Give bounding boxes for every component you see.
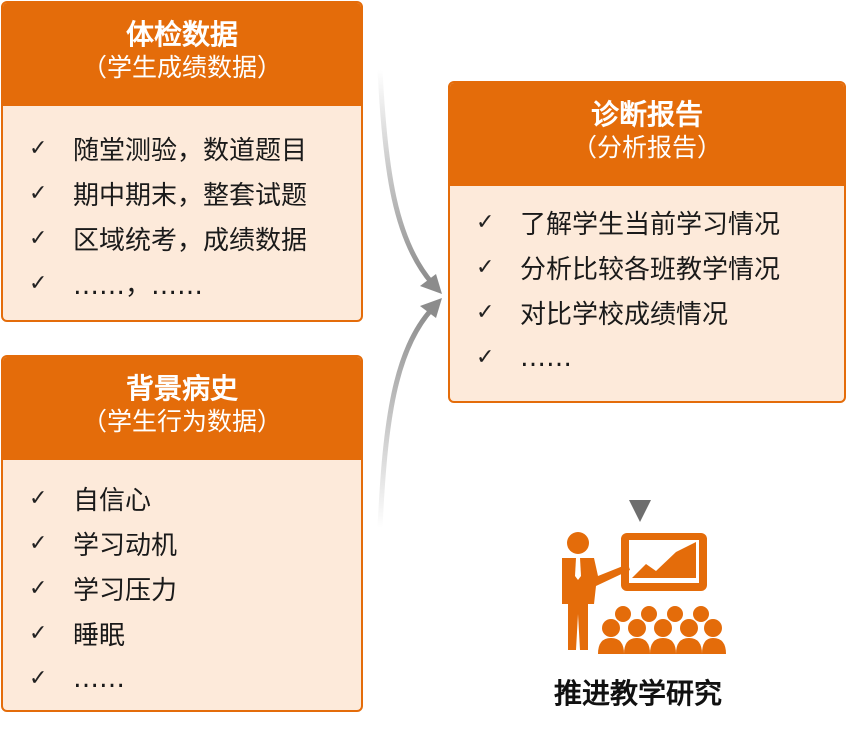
check-icon: ✓ bbox=[29, 181, 48, 206]
check-icon: ✓ bbox=[29, 486, 48, 511]
list-item-label: 学习压力 bbox=[73, 576, 178, 606]
exam-data-title: 体检数据 bbox=[125, 18, 238, 51]
check-icon: ✓ bbox=[476, 300, 495, 325]
list-item-label: …… bbox=[520, 342, 572, 373]
list-item: ✓ 分析比较各班教学情况 bbox=[476, 245, 844, 290]
diagnosis-report-list: ✓ 了解学生当前学习情况 ✓ 分析比较各班教学情况 ✓ 对比学校成绩情况 ✓ …… bbox=[450, 186, 844, 380]
list-item-label: …… bbox=[73, 663, 125, 694]
arrow-exam-to-report bbox=[377, 69, 434, 285]
list-item-label: 学习动机 bbox=[73, 531, 178, 561]
list-item-label: ……，…… bbox=[73, 271, 204, 301]
check-icon: ✓ bbox=[476, 345, 495, 370]
exam-data-card-header: 体检数据 （学生成绩数据） bbox=[3, 3, 361, 106]
diagnosis-report-card: 诊断报告 （分析报告） ✓ 了解学生当前学习情况 ✓ 分析比较各班教学情况 ✓ 对比学… bbox=[448, 81, 846, 403]
check-icon: ✓ bbox=[476, 255, 495, 280]
check-icon: ✓ bbox=[29, 531, 48, 556]
list-item: ✓ ……，…… bbox=[29, 261, 361, 306]
exam-data-card: 体检数据 （学生成绩数据） ✓ 随堂测验，数道题目 ✓ 期中期末，整套试题 ✓ 区域统… bbox=[1, 1, 363, 322]
exam-data-list: ✓ 随堂测验，数道题目 ✓ 期中期末，整套试题 ✓ 区域统考，成绩数据 ✓ ……，…… bbox=[3, 106, 361, 306]
diagnosis-report-card-header: 诊断报告 （分析报告） bbox=[450, 83, 844, 186]
list-item-label: 随堂测验，数道题目 bbox=[73, 136, 308, 166]
arrowhead-report-to-research bbox=[629, 500, 651, 522]
list-item: ✓ 区域统考，成绩数据 bbox=[29, 216, 361, 261]
background-data-card: 背景病史 （学生行为数据） ✓ 自信心 ✓ 学习动机 ✓ 学习压力 ✓ 睡眠 ✓ …… bbox=[1, 355, 363, 712]
check-icon: ✓ bbox=[29, 136, 48, 161]
check-icon: ✓ bbox=[29, 226, 48, 251]
research-caption: 推进教学研究 bbox=[553, 677, 722, 710]
list-item-label: 区域统考，成绩数据 bbox=[73, 226, 308, 256]
diagnosis-report-title: 诊断报告 bbox=[590, 98, 703, 131]
list-item-label: 对比学校成绩情况 bbox=[520, 300, 729, 330]
check-icon: ✓ bbox=[29, 666, 48, 691]
arrowhead-background-to-report bbox=[420, 298, 442, 318]
list-item: ✓ 睡眠 bbox=[29, 611, 361, 656]
background-data-subtitle: （学生行为数据） bbox=[81, 407, 282, 436]
check-icon: ✓ bbox=[29, 576, 48, 601]
background-data-title: 背景病史 bbox=[125, 372, 238, 405]
check-icon: ✓ bbox=[29, 621, 48, 646]
list-item-label: 了解学生当前学习情况 bbox=[520, 210, 781, 240]
list-item: ✓ …… bbox=[29, 656, 361, 701]
list-item-label: 睡眠 bbox=[73, 621, 126, 651]
list-item-label: 期中期末，整套试题 bbox=[73, 181, 308, 211]
arrow-background-to-report bbox=[377, 307, 434, 529]
check-icon: ✓ bbox=[476, 210, 495, 235]
teacher-presentation-icon bbox=[562, 532, 726, 654]
list-item: ✓ …… bbox=[476, 335, 844, 380]
list-item: ✓ 了解学生当前学习情况 bbox=[476, 200, 844, 245]
exam-data-subtitle: （学生成绩数据） bbox=[81, 53, 282, 82]
arrowhead-exam-to-report bbox=[420, 274, 442, 294]
list-item: ✓ 学习动机 bbox=[29, 521, 361, 566]
list-item: ✓ 随堂测验，数道题目 bbox=[29, 126, 361, 171]
list-item: ✓ 期中期末，整套试题 bbox=[29, 171, 361, 216]
background-data-card-header: 背景病史 （学生行为数据） bbox=[3, 357, 361, 460]
list-item: ✓ 学习压力 bbox=[29, 566, 361, 611]
check-icon: ✓ bbox=[29, 271, 48, 296]
list-item-label: 自信心 bbox=[73, 486, 152, 516]
list-item: ✓ 对比学校成绩情况 bbox=[476, 290, 844, 335]
diagnosis-report-subtitle: （分析报告） bbox=[571, 133, 722, 162]
background-data-list: ✓ 自信心 ✓ 学习动机 ✓ 学习压力 ✓ 睡眠 ✓ …… bbox=[3, 460, 361, 701]
list-item-label: 分析比较各班教学情况 bbox=[520, 255, 781, 285]
list-item: ✓ 自信心 bbox=[29, 476, 361, 521]
